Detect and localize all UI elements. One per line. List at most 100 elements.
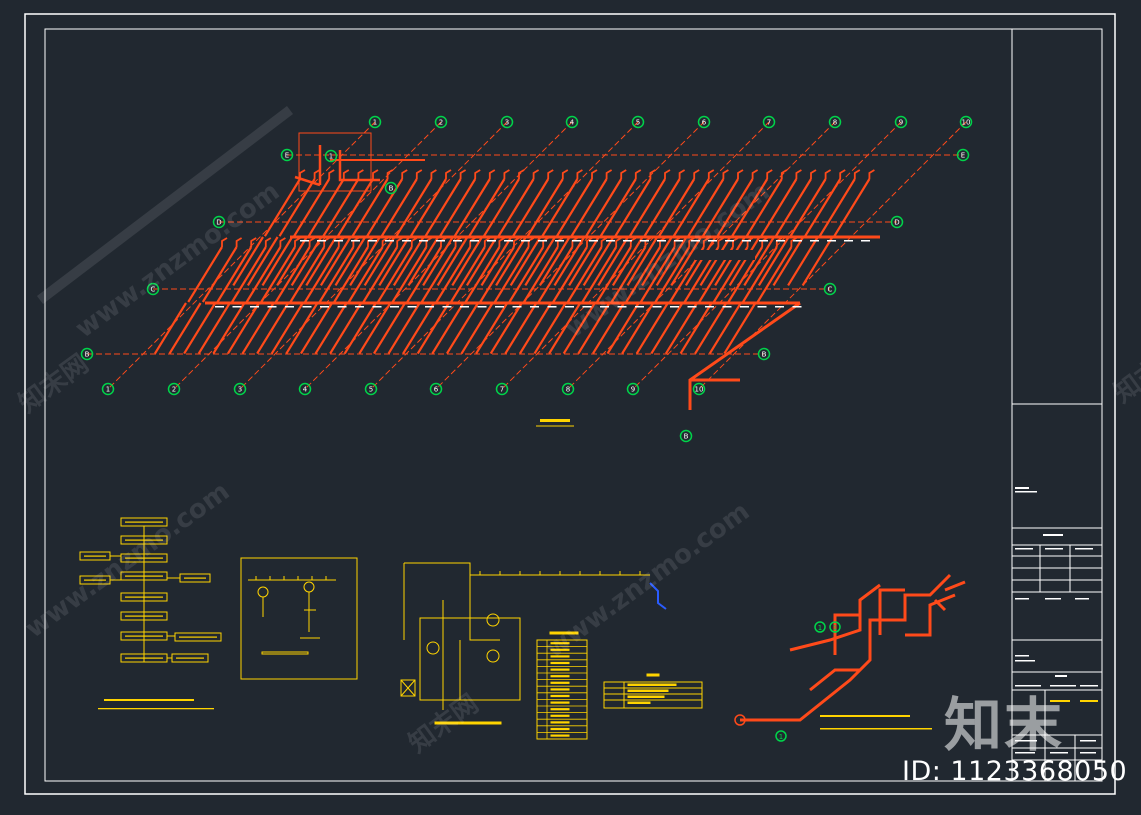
material-table-cell [550,694,570,698]
pipe-size-label [757,306,767,308]
sprinkler-drop [810,169,817,179]
axis-bubble-top-4: 4 [570,119,575,127]
material-table-cell [550,734,570,737]
branch-pipe [723,246,793,355]
branch-pipe [261,178,331,286]
pipe-size-label [776,240,785,242]
pipe-size-label [742,240,751,242]
sprinkler-drop [518,169,525,179]
axis-bubble-right-E: E [961,152,965,160]
sprinkler-drop [440,237,447,247]
pipe-size-label [810,240,819,242]
axis-bubble-top-8: 8 [833,119,837,127]
sprinkler-drop [644,237,651,247]
sprinkler-drop [702,237,710,247]
sprinkler-drop [430,169,437,179]
axis-bubble-right-D: D [894,219,899,227]
axis-bubble-left-E-circle [280,148,294,162]
material-table-cell [550,721,570,724]
riser-detail-caption [820,715,932,730]
sprinkler-drop [746,237,754,247]
branch-pipe [197,246,267,355]
branch-pipe [728,178,798,286]
pipe-size-label [606,240,615,242]
flowchart-box-text [176,657,204,659]
sprinkler-drop [425,237,432,247]
sprinkler-drop [824,169,832,179]
axis-bubble-left-D-circle [212,215,226,229]
sprinkler-drop [386,169,394,179]
material-table-cell [550,688,570,691]
material-table-cell [550,708,570,711]
pipe-size-label [215,306,224,308]
sprinkler-drop [717,237,724,247]
sprinkler-drop [556,237,564,247]
pipe-size-label [368,240,377,242]
material-table-cell [550,661,570,665]
pipe-size-label [691,240,700,242]
axis-bubble-top-5-circle [631,115,645,129]
pipe-size-label [512,306,522,308]
axis-bubble-top-9-circle [894,115,908,129]
pipe-size-label [640,240,649,242]
branch-pipe [392,178,462,286]
axis-line-6 [435,121,705,390]
title-block-yellow-text [1050,700,1098,702]
pipe-size-label [385,240,394,242]
axis-bubble-top-10-circle [959,115,973,129]
axis-bubble-top-6: 6 [702,119,707,127]
sprinkler-drop [474,169,481,179]
inner-sheet-border [44,28,1103,782]
pipe-size-label [477,306,487,308]
sprinkler-drop [615,237,622,247]
axis-bubble-top-7: 7 [767,119,771,127]
pipe-size-label [453,240,462,242]
sprinkler-drop [629,237,637,247]
branch-pipe [451,178,520,286]
sprinkler-drop [235,237,243,247]
flowchart-note [98,708,214,710]
sprinkler-drop [751,169,759,179]
axis-bubble-left-B: B [85,351,90,359]
sprinkler-drop [367,237,374,247]
sprinkler-drop [576,169,583,179]
riser-detail-bubbles [775,621,841,742]
material-table-cell [550,642,570,645]
axis-bubble-top-10: 10 [962,119,971,127]
sprinkler-drop [542,237,549,247]
branch-pipe [592,246,661,355]
axis-bubble-bottom-10-circle [692,382,706,396]
sprinkler-drop [605,169,613,179]
material-table-cell [550,727,570,731]
sprinkler-drop [250,237,257,247]
pipe-size-label [844,240,853,242]
axis-bubble-bottom-5-circle [364,382,378,396]
branch-pipe [568,178,637,286]
material-table-frame [536,639,588,740]
riser-bubble-1c: 1 [779,733,783,741]
axis-bubble-right-C-circle [823,282,837,296]
branch-pipe [743,178,812,286]
axis-bubble-right-C: C [828,286,833,294]
sprinkler-drop [454,237,462,247]
axis-bubble-top-7-circle [762,115,776,129]
sprinkler-drop [372,169,379,179]
branch-pipe [460,246,530,355]
branch-pipe [606,246,676,355]
sprinkler-drop [707,169,715,179]
pipe-size-label [582,306,592,308]
sprinkler-drop [313,169,321,179]
branch-pipe [305,178,374,286]
sprinkler-drop [868,169,875,179]
sprinkler-drop [488,169,496,179]
branch-pipe [714,178,783,286]
branch-pipe [611,178,681,286]
axis-bubble-top-1-circle [368,115,382,129]
axis-bubble-top-5: 5 [636,119,640,127]
branch-pipe [787,178,856,286]
sprinkler-drop [600,237,608,247]
pipe-size-label [470,240,479,242]
axis-bubble-bottom-7: 7 [500,386,504,394]
pipe-size-label [572,240,581,242]
